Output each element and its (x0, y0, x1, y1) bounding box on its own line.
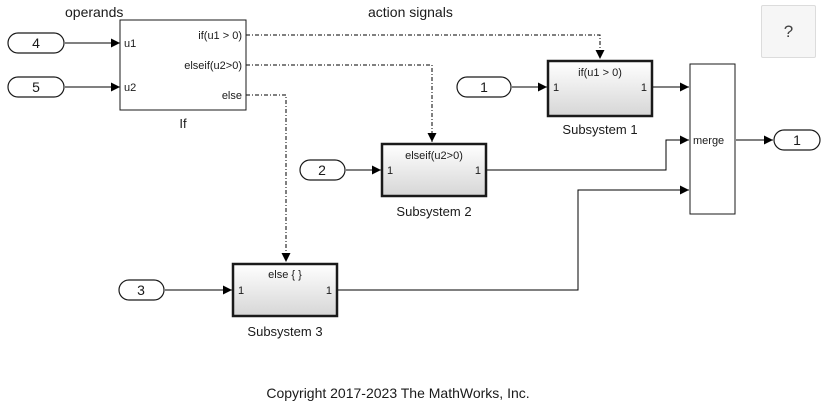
help-button-label: ? (783, 21, 794, 41)
subsystem-3-in-port: 1 (238, 285, 244, 297)
operands-label: operands (65, 4, 123, 20)
action-line-elseif (246, 64, 437, 142)
line-sub3-merge (338, 185, 689, 291)
subsystem-2-out-port: 1 (475, 165, 481, 177)
if-input-u2: u2 (124, 82, 136, 94)
inport-3[interactable]: 3 (118, 279, 165, 301)
subsystem-3-name: Subsystem 3 (247, 324, 322, 339)
if-block[interactable]: u1 u2 if(u1 > 0) elseif(u2>0) else (119, 19, 247, 111)
if-output-elseif: elseif(u2>0) (184, 60, 242, 72)
copyright-text: Copyright 2017-2023 The MathWorks, Inc. (266, 385, 529, 401)
inport-5-value: 5 (32, 79, 40, 95)
outport-1[interactable]: 1 (773, 129, 821, 151)
inport-5[interactable]: 5 (7, 76, 65, 98)
action-line-else (246, 94, 291, 262)
subsystem-2-in-port: 1 (387, 165, 393, 177)
subsystem-3-out-port: 1 (326, 285, 332, 297)
help-button[interactable]: ? (761, 5, 816, 58)
subsystem-2-name: Subsystem 2 (396, 204, 471, 219)
inport-2[interactable]: 2 (299, 159, 346, 181)
if-input-u1: u1 (124, 38, 136, 50)
if-output-else: else (222, 90, 242, 102)
inport-3-value: 3 (137, 282, 145, 298)
action-lines (246, 34, 605, 262)
if-output-if: if(u1 > 0) (198, 30, 242, 42)
outport-1-value: 1 (793, 132, 801, 148)
action-signals-label: action signals (368, 4, 453, 20)
inport-1[interactable]: 1 (456, 76, 512, 98)
action-line-if (246, 34, 605, 59)
subsystem-2[interactable]: elseif(u2>0) 1 1 (380, 142, 488, 198)
inport-2-value: 2 (318, 162, 326, 178)
inport-1-value: 1 (480, 79, 488, 95)
inport-4[interactable]: 4 (7, 32, 65, 54)
subsystem-2-action: elseif(u2>0) (405, 150, 463, 162)
merge-block[interactable]: merge (689, 63, 736, 215)
signal-lines (65, 38, 773, 295)
subsystem-1-in-port: 1 (553, 82, 559, 94)
subsystem-1-name: Subsystem 1 (562, 122, 637, 137)
if-block-name: If (179, 116, 187, 131)
merge-label: merge (693, 135, 724, 147)
subsystem-3-action: else { } (268, 269, 302, 281)
subsystem-1-out-port: 1 (641, 82, 647, 94)
inport-4-value: 4 (32, 35, 40, 51)
subsystem-1-action: if(u1 > 0) (578, 67, 622, 79)
subsystem-3[interactable]: else { } 1 1 (231, 262, 339, 318)
subsystem-1[interactable]: if(u1 > 0) 1 1 (546, 59, 654, 118)
line-sub2-merge (487, 135, 689, 171)
